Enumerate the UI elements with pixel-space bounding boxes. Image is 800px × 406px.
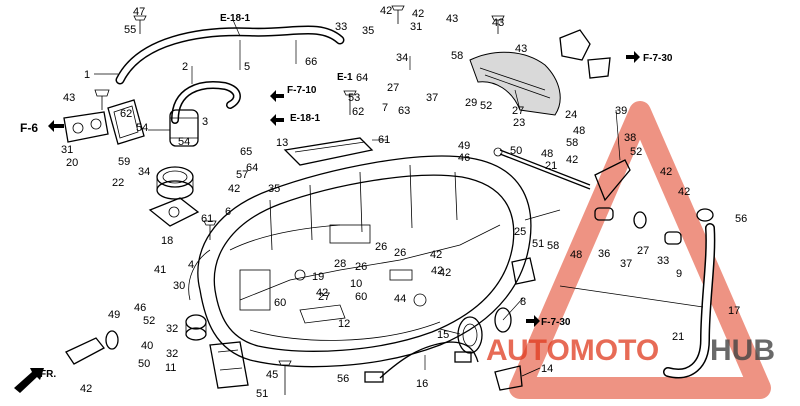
ring-22 — [156, 166, 194, 200]
gasket-20 — [107, 99, 145, 145]
watermark-triangle — [509, 101, 771, 399]
handle-28 — [65, 330, 119, 365]
bracket-43 — [559, 29, 611, 79]
hose-1 — [115, 25, 345, 85]
rod-23 — [283, 137, 374, 166]
grommet-17 — [457, 307, 512, 354]
lever-36 — [594, 159, 631, 202]
link-rod — [493, 147, 591, 190]
plate-4 — [148, 197, 200, 227]
hose-2 — [171, 81, 241, 124]
leader-lines — [94, 19, 704, 377]
plug-40 — [185, 314, 207, 341]
cover-24 — [469, 51, 561, 116]
lower-engine-cover — [188, 155, 532, 368]
clip-16 — [494, 365, 523, 391]
wire-15 — [364, 341, 479, 383]
bracket-59 — [63, 111, 109, 143]
fuel-filter — [169, 109, 199, 147]
arm-11 — [209, 341, 249, 389]
seal-8 — [511, 257, 536, 285]
bolts — [94, 5, 505, 395]
plugs — [594, 207, 682, 245]
hose-9 — [663, 223, 716, 379]
grommet-56 — [696, 208, 714, 222]
